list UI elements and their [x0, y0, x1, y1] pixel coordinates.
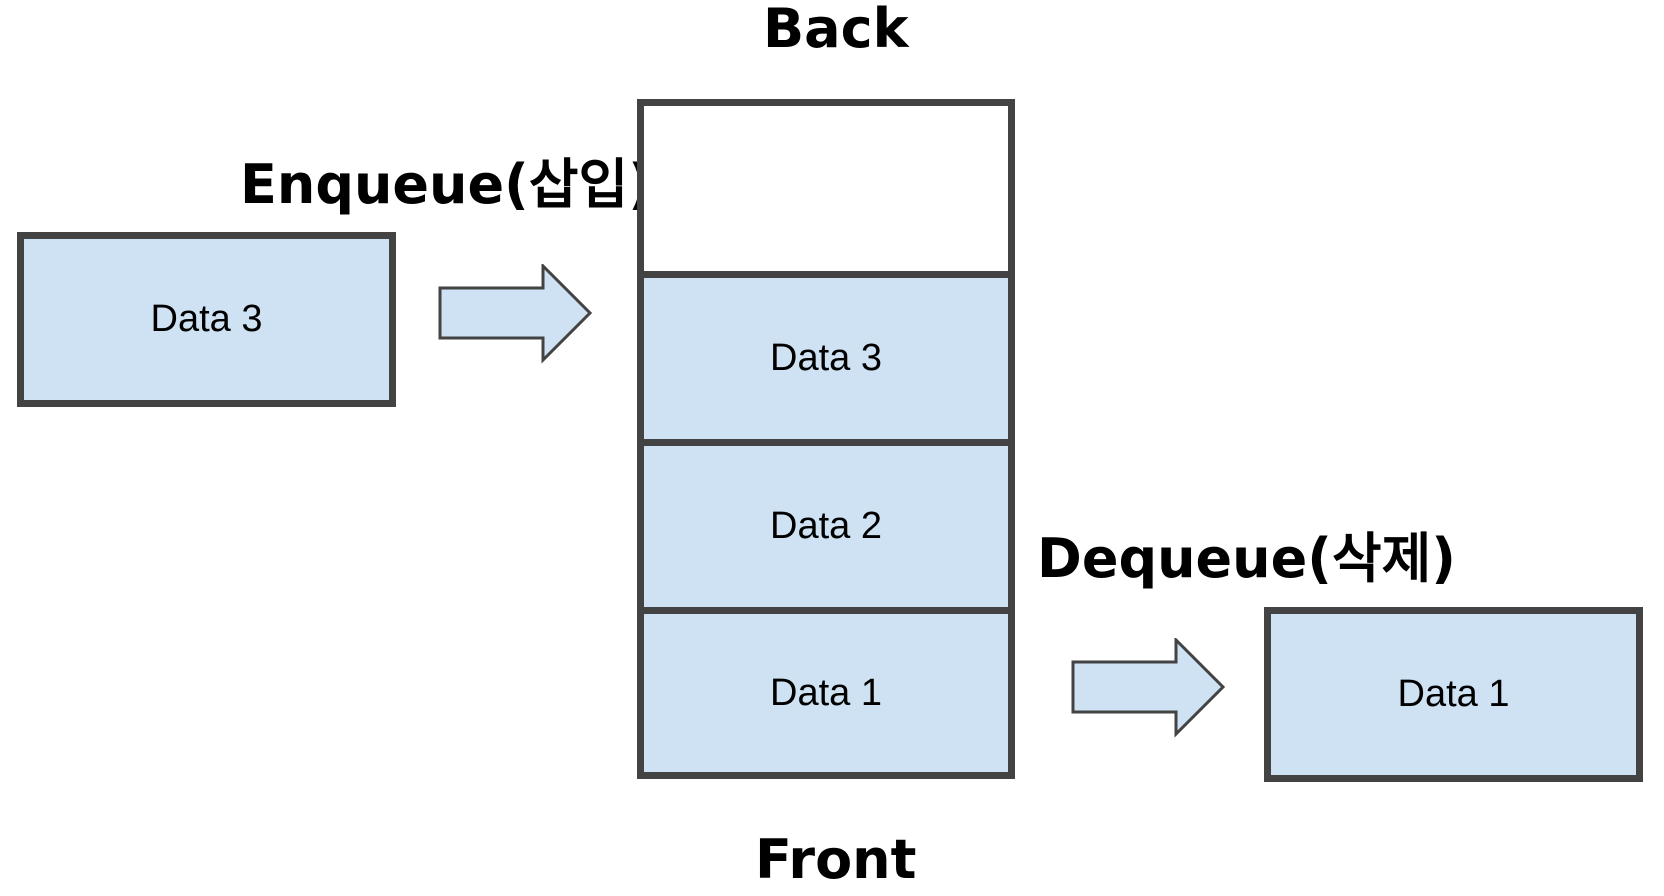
dequeue-arrow-icon [1071, 638, 1226, 738]
queue-slot-label: Data 2 [770, 505, 882, 547]
dequeue-label: Dequeue(삭제) [1037, 527, 1456, 590]
queue-slot: Data 2 [644, 439, 1008, 607]
queue-slot: Data 3 [644, 271, 1008, 439]
queue-slot-label: Data 1 [770, 671, 882, 714]
incoming-data-box: Data 3 [17, 232, 396, 407]
queue-slot-empty [644, 106, 1008, 271]
queue-slot-label: Data 3 [770, 337, 882, 379]
enqueue-label: Enqueue(삽입) [240, 153, 653, 216]
queue-container: Data 3 Data 2 Data 1 [637, 99, 1015, 779]
incoming-data-label: Data 3 [150, 298, 263, 340]
back-label: Back [763, 0, 909, 60]
queue-slot: Data 1 [644, 607, 1008, 772]
outgoing-data-box: Data 1 [1264, 607, 1643, 782]
outgoing-data-label: Data 1 [1397, 673, 1510, 715]
front-label: Front [755, 828, 917, 891]
enqueue-arrow-icon [438, 264, 593, 364]
